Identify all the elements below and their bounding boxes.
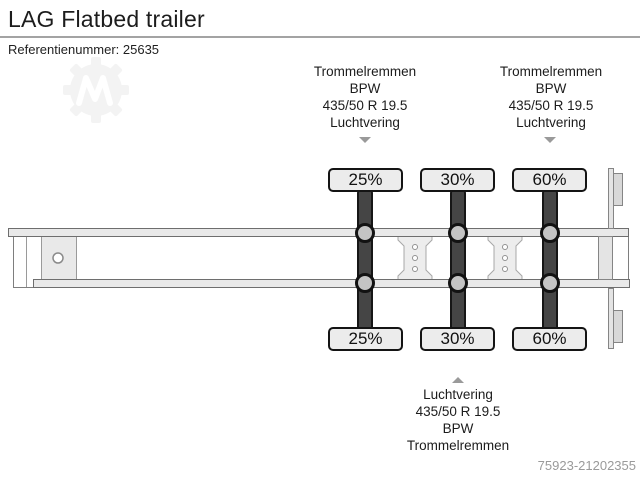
listing-id: 75923-21202355 (537, 458, 636, 473)
triangle-up-icon (452, 377, 464, 383)
reference-number: Referentienummer: 25635 (8, 42, 160, 57)
spec-line-axle-brand: BPW (442, 421, 474, 436)
spec-line-suspension: Luchtvering (423, 387, 493, 402)
chassis-outline (13, 228, 629, 288)
tyre-percentage-axle1-top: 25% (328, 168, 403, 192)
crossmember-gusset-2 (487, 235, 523, 281)
chassis-rail-bottom (33, 279, 630, 288)
rear-post-top (608, 168, 614, 229)
axle-3-bar (542, 189, 558, 335)
spec-line-tyre-size: 435/50 R 19.5 (508, 98, 594, 113)
rear-bumper (598, 168, 623, 349)
spec-line-brakes: Trommelremmen (406, 438, 510, 453)
spec-line-suspension: Luchtvering (516, 115, 586, 130)
tyre-percentage-axle1-bottom: 25% (328, 327, 403, 351)
rear-marker-board-bottom (613, 310, 623, 343)
title-divider (0, 36, 640, 38)
kingpin-plate (41, 236, 77, 281)
tyre-percentage-axle3-top: 60% (512, 168, 587, 192)
tyre-percentage-axle3-bottom: 60% (512, 327, 587, 351)
axle2-spec-block: Luchtvering 435/50 R 19.5 BPW Trommelrem… (348, 386, 568, 454)
spec-line-tyre-size: 435/50 R 19.5 (415, 404, 501, 419)
axle-1-bar (357, 189, 373, 335)
spec-line-brakes: Trommelremmen (313, 64, 417, 79)
chassis-rail-top (8, 228, 629, 237)
rear-post-bottom (608, 288, 614, 349)
page-title: LAG Flatbed trailer (8, 6, 205, 32)
axle-1-right-wheel-hub (355, 273, 375, 293)
axle1-spec-block: Trommelremmen BPW 435/50 R 19.5 Luchtver… (255, 63, 475, 131)
axle-1-left-wheel-hub (355, 223, 375, 243)
kingpin (52, 252, 64, 264)
watermark-gear-logo-icon (63, 57, 129, 123)
axle-3-left-wheel-hub (540, 223, 560, 243)
chassis-frame (8, 168, 630, 349)
axle-2-bar (450, 189, 466, 335)
spec-line-axle-brand: BPW (535, 81, 567, 96)
tyre-percentage-axle2-bottom: 30% (420, 327, 495, 351)
spec-line-tyre-size: 435/50 R 19.5 (322, 98, 408, 113)
spec-line-brakes: Trommelremmen (499, 64, 603, 79)
axle-3-right-wheel-hub (540, 273, 560, 293)
axle3-spec-block: Trommelremmen BPW 435/50 R 19.5 Luchtver… (441, 63, 640, 131)
tyre-percentage-axle2-top: 30% (420, 168, 495, 192)
triangle-down-icon (544, 137, 556, 143)
rear-marker-board-top (613, 173, 623, 206)
rear-crossbox (598, 236, 613, 280)
spec-line-axle-brand: BPW (349, 81, 381, 96)
axle-2-right-wheel-hub (448, 273, 468, 293)
axle-2-left-wheel-hub (448, 223, 468, 243)
spec-line-suspension: Luchtvering (330, 115, 400, 130)
triangle-down-icon (359, 137, 371, 143)
